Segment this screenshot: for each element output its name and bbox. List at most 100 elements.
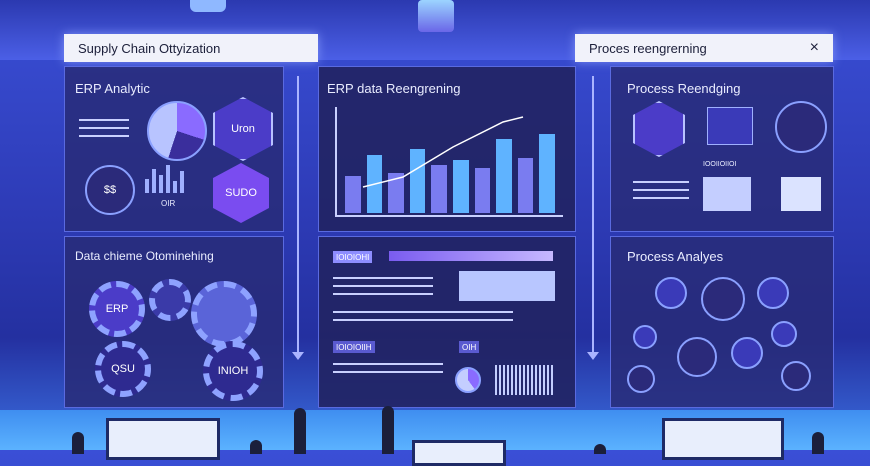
trend-line: [362, 116, 524, 188]
chart-thumbnail: [703, 177, 751, 211]
mini-bar: [159, 175, 163, 193]
x-axis: [335, 215, 563, 217]
bar-chart: [343, 107, 559, 213]
purple-bar: [389, 251, 553, 261]
globe-icon[interactable]: [775, 101, 827, 153]
barcode-icon: [495, 365, 553, 395]
process-reendging-panel: Process Reendging IOOIIOIIOI: [610, 66, 834, 232]
gear-label-qsu: QSU: [111, 363, 135, 375]
hex-badge-top-label: Uron: [231, 123, 255, 135]
node-icon[interactable]: [655, 277, 687, 309]
node-icon[interactable]: [757, 277, 789, 309]
dollar-badge-icon[interactable]: $$: [85, 165, 135, 215]
person-figure: [382, 406, 394, 454]
data-optimizing-panel: Data chieme Otominehing ERP QSU INIOH: [64, 236, 284, 408]
cube-icon-left: [190, 0, 226, 12]
chart-bar: [388, 172, 404, 213]
tile-icon[interactable]: [707, 107, 753, 145]
text-line: [79, 127, 129, 129]
node-icon-center[interactable]: [701, 277, 745, 321]
erp-analytic-heading: ERP Analytic: [75, 81, 150, 96]
node-icon[interactable]: [627, 365, 655, 393]
table-block: [459, 271, 555, 301]
text-line: [633, 189, 689, 191]
chart-bar: [496, 138, 512, 213]
gear-icon-inioh: INIOH: [203, 341, 263, 401]
person-figure: [594, 444, 606, 454]
monitor-right: [662, 418, 784, 460]
process-analyes-panel: Process Analyes: [610, 236, 834, 408]
node-icon[interactable]: [771, 321, 797, 347]
process-analyes-heading: Process Analyes: [627, 249, 724, 264]
scroll-track-right[interactable]: [592, 76, 594, 356]
node-icon[interactable]: [677, 337, 717, 377]
text-line: [333, 319, 513, 321]
mini-caption: IOOIIOIIOI: [703, 161, 737, 168]
chart-bar: [539, 133, 555, 213]
node-icon[interactable]: [633, 325, 657, 349]
node-icon[interactable]: [731, 337, 763, 369]
hex-icon[interactable]: [633, 101, 685, 157]
person-figure: [72, 432, 84, 454]
erp-reengineering-panel: ERP data Reengrening: [318, 66, 576, 232]
scroll-track-left[interactable]: [297, 76, 299, 356]
text-line: [79, 135, 129, 137]
pie-chart-icon: [147, 101, 207, 161]
mini-caption: OIR: [161, 199, 176, 208]
y-axis: [335, 107, 337, 217]
text-line: [633, 197, 689, 199]
row-label-mid[interactable]: IOIOIOIIH: [333, 341, 375, 353]
chart-bar: [453, 160, 469, 213]
text-line: [333, 363, 443, 365]
text-line: [79, 119, 129, 121]
cube-icon: [418, 0, 454, 32]
mini-bar: [145, 179, 149, 193]
mini-bar: [180, 171, 184, 193]
chart-bar: [345, 175, 361, 213]
chart-bar: [517, 157, 534, 213]
chart-bar: [431, 165, 447, 213]
text-line: [633, 181, 689, 183]
hex-badge-bottom[interactable]: SUDO: [213, 163, 269, 223]
person-figure: [294, 408, 306, 454]
monitor-left: [106, 418, 220, 460]
mini-bar-chart: [145, 163, 205, 193]
center-heading: ERP data Reengrening: [327, 81, 461, 96]
row-label-top[interactable]: IOIOIOHI: [333, 251, 373, 263]
chart-thumbnail: [781, 177, 821, 211]
gear-icon: [149, 279, 191, 321]
row-label-small[interactable]: OIH: [459, 341, 480, 353]
text-line: [333, 293, 433, 295]
left-panel-titlebar[interactable]: Supply Chain Ottyization: [64, 34, 318, 62]
mini-bar: [166, 165, 170, 193]
mini-bar: [152, 169, 156, 193]
gear-icon-large: [191, 281, 257, 347]
chart-bar: [474, 168, 491, 213]
person-figure: [812, 432, 824, 454]
pie-chart-icon: [455, 367, 481, 393]
process-reendging-heading: Process Reendging: [627, 81, 741, 96]
gear-icon-qsu: QSU: [95, 341, 151, 397]
right-panel-titlebar[interactable]: Proces reengrerning ×: [575, 34, 833, 62]
mini-bar: [173, 181, 177, 193]
person-figure: [250, 440, 262, 454]
node-icon[interactable]: [781, 361, 811, 391]
arrow-down-icon: [292, 352, 304, 360]
text-line: [333, 277, 433, 279]
hex-badge-top[interactable]: Uron: [213, 97, 273, 161]
gear-icon-erp: ERP: [89, 281, 145, 337]
gear-label-inioh: INIOH: [217, 365, 249, 377]
right-panel-title: Proces reengrerning: [589, 40, 707, 56]
text-line: [333, 371, 443, 373]
left-panel-title: Supply Chain Ottyization: [78, 40, 221, 56]
close-icon[interactable]: ×: [809, 39, 819, 56]
monitor-center: [412, 440, 506, 466]
data-rows-panel: IOIOIOHI IOIOIOIIH OIH: [318, 236, 576, 408]
arrow-down-icon: [587, 352, 599, 360]
text-line: [333, 311, 513, 313]
text-line: [333, 285, 433, 287]
erp-analytic-panel: ERP Analytic Uron $$ OIR SUDO: [64, 66, 284, 232]
data-optimizing-heading: Data chieme Otominehing: [75, 249, 214, 263]
gear-label-erp: ERP: [105, 303, 129, 315]
dollar-badge-label: $$: [103, 184, 117, 196]
